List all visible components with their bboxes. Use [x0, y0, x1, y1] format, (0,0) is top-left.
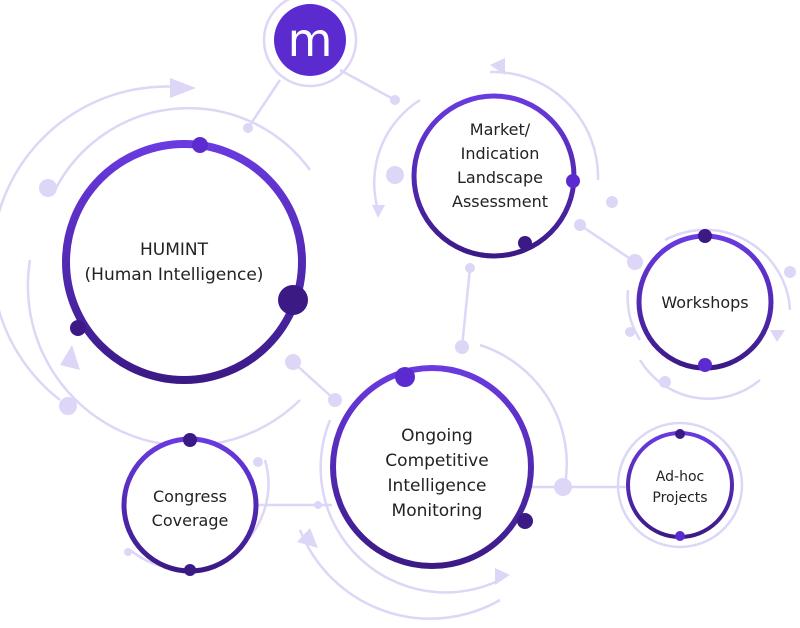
node-label: Ad-hoc [656, 469, 704, 485]
orbit-arcs [0, 0, 792, 620]
logo-letter: m [288, 13, 333, 67]
node-label: Indication [461, 144, 540, 163]
node-label: Market/ [470, 120, 531, 139]
node-label: HUMINT [140, 240, 209, 260]
company-logo: m [274, 4, 346, 76]
node-label: Monitoring [392, 501, 483, 521]
node-label: Coverage [152, 511, 229, 530]
node-congress-coverage[interactable]: Congress Coverage [121, 433, 259, 576]
node-label: Workshops [661, 293, 748, 312]
node-humint[interactable]: HUMINT (Human Intelligence) [62, 137, 308, 384]
node-label: Congress [153, 487, 227, 506]
node-label: Ongoing [401, 426, 473, 446]
node-market-assessment[interactable]: Market/ Indication Landscape Assessment [411, 93, 580, 259]
connector-lines [246, 68, 636, 507]
node-label: Assessment [452, 192, 548, 211]
node-adhoc-projects[interactable]: Ad-hoc Projects [626, 429, 734, 541]
node-workshops[interactable]: Workshops [636, 229, 774, 372]
node-label: Landscape [457, 168, 543, 187]
node-label: (Human Intelligence) [85, 265, 264, 285]
node-label: Projects [652, 490, 707, 506]
node-label: Intelligence [388, 476, 487, 496]
node-label: Competitive [385, 451, 488, 471]
node-ongoing-ci-monitoring[interactable]: Ongoing Competitive Intelligence Monitor… [330, 365, 534, 569]
orbit-dots [39, 58, 796, 585]
